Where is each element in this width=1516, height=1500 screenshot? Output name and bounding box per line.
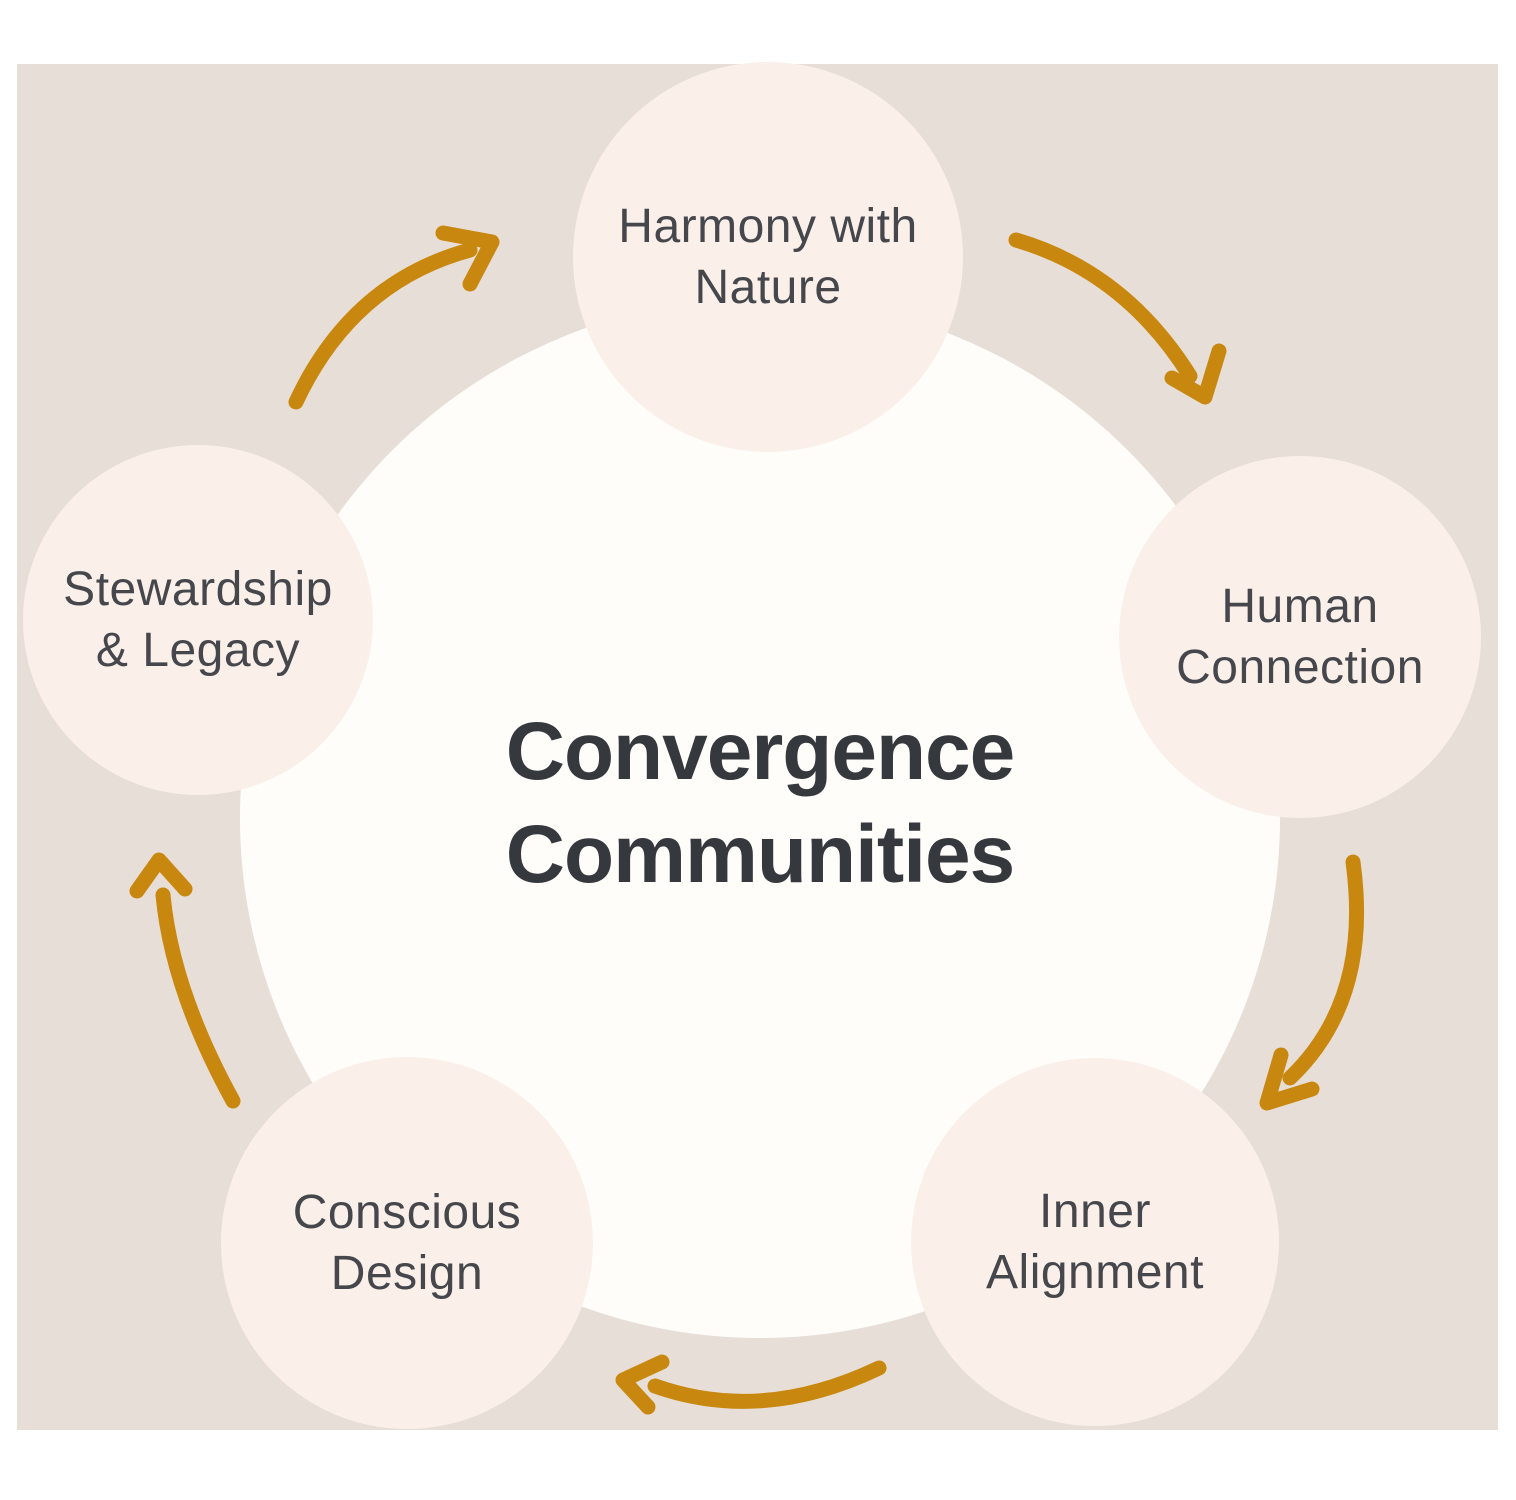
title-line: Convergence bbox=[505, 706, 1016, 797]
diagram-title: Convergence Communities bbox=[258, 700, 1262, 906]
arrow-shaft bbox=[1008, 232, 1198, 384]
arrow-shaft bbox=[1282, 854, 1365, 1086]
arrow-shaft bbox=[155, 887, 241, 1109]
node-label-line: Inner bbox=[1039, 1185, 1151, 1238]
node-label-line: Stewardship bbox=[63, 563, 333, 616]
arrow-inner-alignment-to-conscious-design bbox=[615, 1354, 887, 1415]
node-label-line: Alignment bbox=[986, 1246, 1204, 1299]
node-harmony-with-nature: Harmony with Nature bbox=[573, 62, 963, 452]
node-conscious-design: Conscious Design bbox=[221, 1057, 593, 1429]
arrow-harmony-with-nature-to-human-connection bbox=[1008, 232, 1227, 405]
node-label-line: Design bbox=[330, 1247, 484, 1300]
arrowhead-icon bbox=[435, 225, 500, 292]
node-label-line: Connection bbox=[1176, 641, 1424, 694]
node-label-line: & Legacy bbox=[95, 624, 301, 677]
arrow-human-connection-to-inner-alignment bbox=[1259, 854, 1365, 1111]
arrow-shaft bbox=[647, 1360, 887, 1409]
arrow-conscious-design-to-stewardship-legacy bbox=[129, 852, 241, 1109]
arrowhead-icon bbox=[1164, 343, 1227, 405]
arrow-stewardship-legacy-to-harmony-with-nature bbox=[288, 225, 500, 410]
node-label-line: Nature bbox=[694, 261, 842, 314]
arrowhead-icon bbox=[615, 1354, 670, 1415]
node-stewardship-legacy: Stewardship & Legacy bbox=[23, 445, 373, 795]
node-label-line: Human bbox=[1221, 580, 1379, 633]
node-label-line: Conscious bbox=[292, 1186, 522, 1239]
node-label-line: Harmony with bbox=[618, 200, 918, 253]
arrowhead-icon bbox=[1259, 1047, 1320, 1111]
arrow-shaft bbox=[288, 242, 478, 410]
arrowhead-icon bbox=[129, 852, 193, 899]
node-human-connection: Human Connection bbox=[1119, 456, 1481, 818]
node-inner-alignment: Inner Alignment bbox=[911, 1058, 1279, 1426]
title-line: Communities bbox=[505, 809, 1015, 900]
